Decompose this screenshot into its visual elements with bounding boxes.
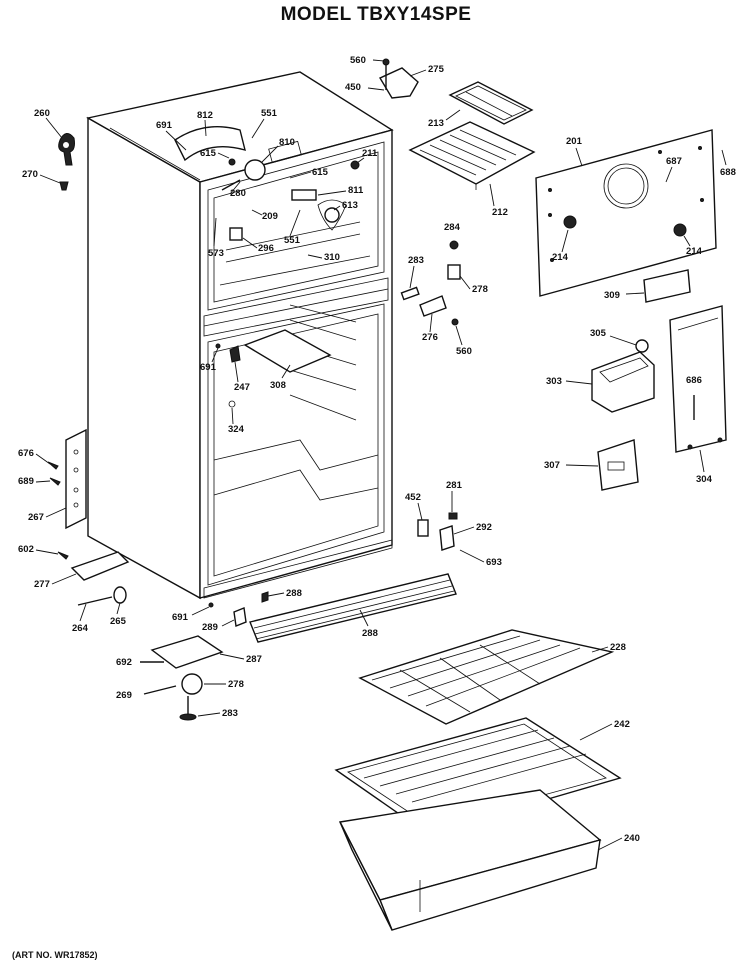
small-fasteners (215, 343, 458, 551)
callout-289: 289 (202, 622, 218, 633)
callout-691-mid: 691 (200, 362, 217, 373)
callout-452: 452 (405, 492, 421, 503)
ice-tray-213 (448, 81, 534, 125)
callout-240: 240 (624, 833, 640, 844)
callout-214-left: 214 (552, 252, 569, 263)
callout-692: 692 (116, 657, 132, 668)
callout-247: 247 (234, 382, 250, 393)
callout-691-bottom: 691 (172, 612, 189, 623)
callout-613: 613 (342, 200, 358, 211)
callout-691-top: 691 (156, 120, 173, 131)
callout-280: 280 (230, 188, 246, 199)
callout-615-top: 615 (200, 148, 217, 159)
callout-309: 309 (604, 290, 620, 301)
callout-213: 213 (428, 118, 444, 129)
ice-tray-rack-212 (408, 121, 536, 190)
callout-310: 310 (324, 252, 340, 263)
light-shield-304 (669, 305, 727, 453)
callout-287: 287 (246, 654, 262, 665)
callout-278-top: 278 (472, 284, 488, 295)
grille-288 (249, 573, 457, 643)
hinge-267 (47, 428, 87, 530)
callout-228: 228 (610, 642, 626, 653)
callout-283-bottom: 283 (222, 708, 238, 719)
callout-307: 307 (544, 460, 560, 471)
callout-201: 201 (566, 136, 583, 147)
callout-260: 260 (34, 108, 50, 119)
callout-267: 267 (28, 512, 44, 523)
art-number: (ART NO. WR17852) (12, 950, 98, 960)
callout-278-bottom: 278 (228, 679, 244, 690)
callout-212: 212 (492, 207, 508, 218)
callout-275: 275 (428, 64, 445, 75)
callout-303: 303 (546, 376, 562, 387)
callout-308: 308 (270, 380, 286, 391)
callout-687: 687 (666, 156, 682, 167)
control-housing-303 (591, 339, 655, 413)
callout-676: 676 (18, 448, 34, 459)
callout-693: 693 (486, 557, 502, 568)
callout-242: 242 (614, 719, 630, 730)
callout-214-right: 214 (686, 246, 703, 257)
callout-551-top: 551 (261, 108, 278, 119)
cabinet-case (86, 71, 394, 600)
leveling-parts (140, 602, 247, 721)
callout-573: 573 (208, 248, 224, 259)
callout-305: 305 (590, 328, 607, 339)
callout-265: 265 (110, 616, 127, 627)
callout-276: 276 (422, 332, 438, 343)
callout-281: 281 (446, 480, 463, 491)
label-plate-309 (643, 269, 691, 303)
butter-compartment-307 (597, 439, 639, 491)
callout-689: 689 (18, 476, 34, 487)
callout-269: 269 (116, 690, 132, 701)
callout-211: 211 (362, 148, 378, 159)
callout-811: 811 (348, 185, 364, 196)
callout-296: 296 (258, 243, 274, 254)
callout-560-mid: 560 (456, 346, 472, 357)
callout-labels: 560 275 450 260 812 551 691 615 810 213 … (18, 55, 736, 851)
callout-560: 560 (350, 55, 366, 66)
callout-288-top: 288 (286, 588, 302, 599)
defrost-parts (400, 240, 461, 326)
callout-615-mid: 615 (312, 167, 329, 178)
callout-686: 686 (686, 375, 702, 386)
callout-810: 810 (279, 137, 295, 148)
callout-288-bottom: 288 (362, 628, 378, 639)
callout-812: 812 (197, 110, 213, 121)
callout-283-top: 283 (408, 255, 424, 266)
callout-277: 277 (34, 579, 50, 590)
callout-688: 688 (720, 167, 736, 178)
shelf-228 (358, 629, 615, 725)
crisper-pan-240 (338, 789, 602, 931)
callout-284-top: 284 (444, 222, 461, 233)
callout-551-mid: 551 (284, 235, 301, 246)
bottom-hinge-277 (57, 551, 130, 606)
callout-292: 292 (476, 522, 492, 533)
callout-450: 450 (345, 82, 361, 93)
page-title: MODEL TBXY14SPE (280, 4, 472, 25)
callout-270: 270 (22, 169, 38, 180)
callout-602: 602 (18, 544, 34, 555)
fan-motor-assembly (174, 125, 360, 241)
hinge-top-275 (378, 58, 419, 99)
freezer-shelf-308 (243, 329, 332, 373)
callout-304: 304 (696, 474, 713, 485)
callout-324: 324 (228, 424, 245, 435)
callout-264: 264 (72, 623, 89, 634)
callout-209: 209 (262, 211, 278, 222)
evaporator-panel-201 (535, 129, 717, 297)
hinge-pin-260 (58, 133, 75, 191)
